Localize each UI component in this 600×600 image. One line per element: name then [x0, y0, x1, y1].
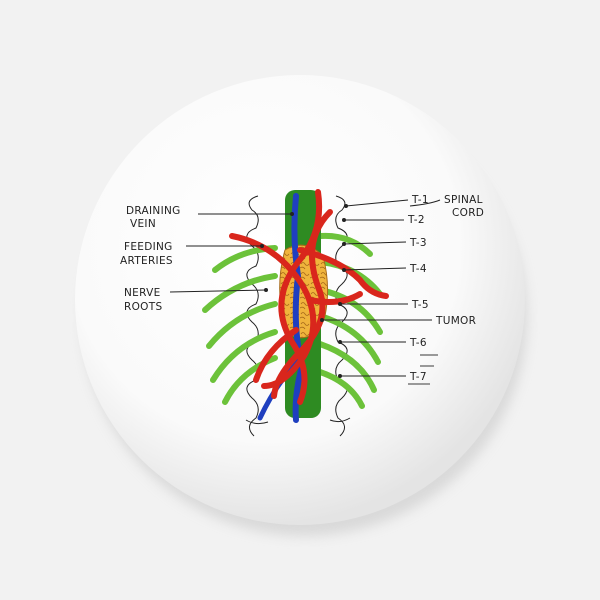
label-t2: T-2 — [407, 214, 425, 226]
label-spinal-cord-line1: SPINAL — [444, 194, 483, 206]
label-tumor: TUMOR — [435, 315, 476, 327]
label-t7: T-7 — [409, 371, 427, 383]
scribble-marks — [408, 354, 438, 385]
label-feeding-arteries-line2: ARTERIES — [120, 255, 173, 267]
label-draining-vein-line1: DRAINING — [126, 205, 181, 217]
feeding-arteries — [229, 189, 389, 405]
label-nerve-roots-line1: NERVE — [124, 287, 161, 299]
label-t1: T-1 — [411, 194, 429, 206]
label-nerve-roots-line2: ROOTS — [124, 301, 162, 313]
right-leaders — [320, 199, 441, 378]
label-feeding-arteries-line1: FEEDING — [124, 241, 173, 253]
label-t3: T-3 — [409, 237, 427, 249]
label-t6: T-6 — [409, 337, 427, 349]
label-t4: T-4 — [409, 263, 427, 275]
label-spinal-cord-line2: CORD — [452, 207, 484, 219]
draining-vein — [291, 193, 306, 423]
label-t5: T-5 — [411, 299, 429, 311]
left-leaders — [169, 212, 294, 293]
label-draining-vein-line2: VEIN — [130, 218, 156, 230]
